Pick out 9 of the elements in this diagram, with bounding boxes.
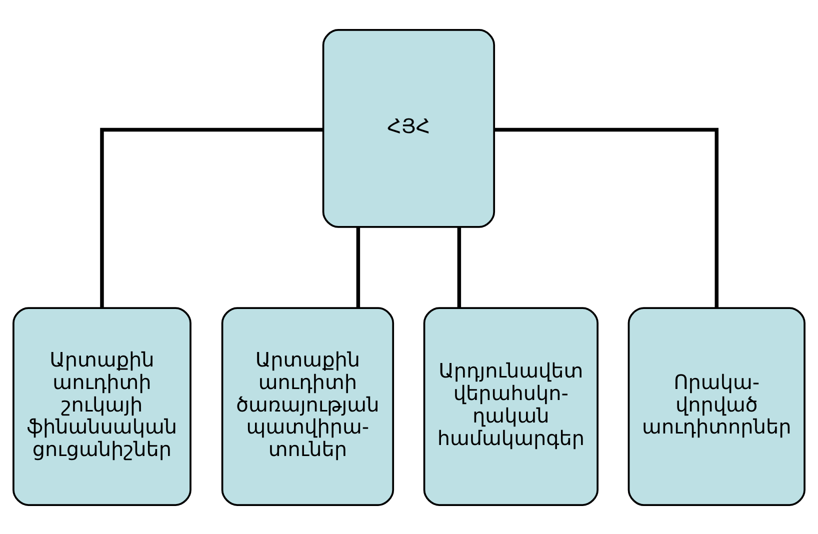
node-box: ՀՅՀ [322,28,496,228]
node-box: Արդյունավետ վերահսկո- ղական համակարգեր [423,306,598,506]
connector [457,226,462,308]
connector [100,127,324,308]
node-box: Արտաքին աուդիտի շուկայի ֆինանսական ցուցանիշներ [12,306,192,506]
node-box: Արտաքին աուդիտի ծառայության պատվիրա- տուներ [221,306,394,506]
connector [356,226,360,308]
node-box: Որակա- վորված աուդիտորներ [628,306,806,506]
connector [494,127,719,308]
